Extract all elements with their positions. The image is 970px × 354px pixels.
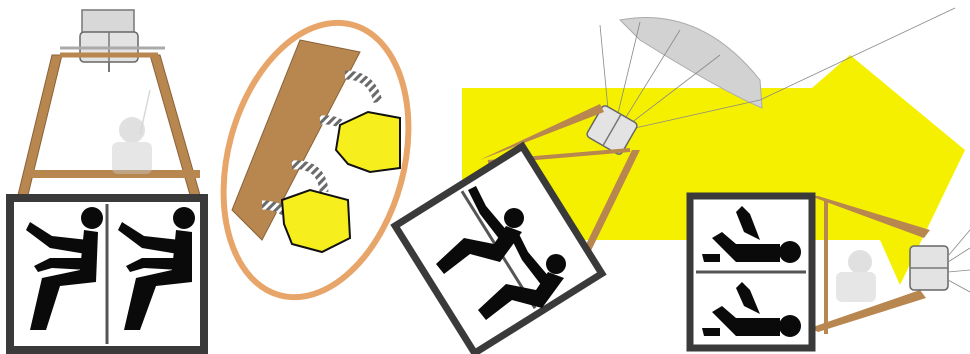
- pilot-silhouette: [836, 250, 876, 302]
- gloved-hand-icon: [282, 190, 350, 252]
- burner-icon: [60, 10, 165, 72]
- pilot-silhouette: [112, 90, 152, 174]
- panel-upright-landing-position: [10, 10, 204, 350]
- panel-hand-grip-detail: [195, 2, 437, 318]
